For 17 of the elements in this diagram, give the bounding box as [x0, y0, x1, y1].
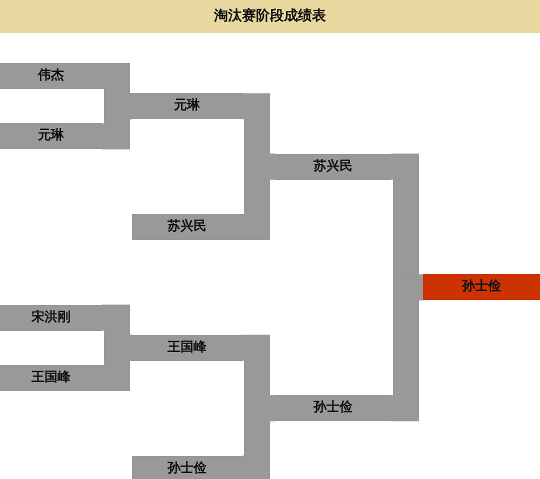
player-name-box: 元琳	[0, 123, 102, 150]
player-name-box: 孙士俭	[132, 456, 242, 479]
bracket-connector	[391, 274, 423, 422]
player-name-box: 元琳	[132, 93, 242, 120]
winner-name-box: 孙士俭	[423, 274, 540, 300]
bracket-connector	[102, 334, 132, 391]
player-name-box: 孙士俭	[275, 395, 391, 422]
player-name-box: 宋洪刚	[0, 304, 102, 331]
player-name-box: 苏兴民	[132, 214, 242, 240]
bracket-connector	[242, 395, 275, 479]
player-name-box: 苏兴民	[275, 154, 391, 180]
player-name-box: 王国峰	[132, 334, 242, 361]
title-bar: 淘汰赛阶段成绩表	[0, 0, 540, 33]
bracket-connector	[242, 154, 275, 240]
player-name-box: 伟杰	[0, 63, 102, 89]
player-name-box: 王国峰	[0, 365, 102, 391]
bracket-connector	[102, 93, 132, 150]
